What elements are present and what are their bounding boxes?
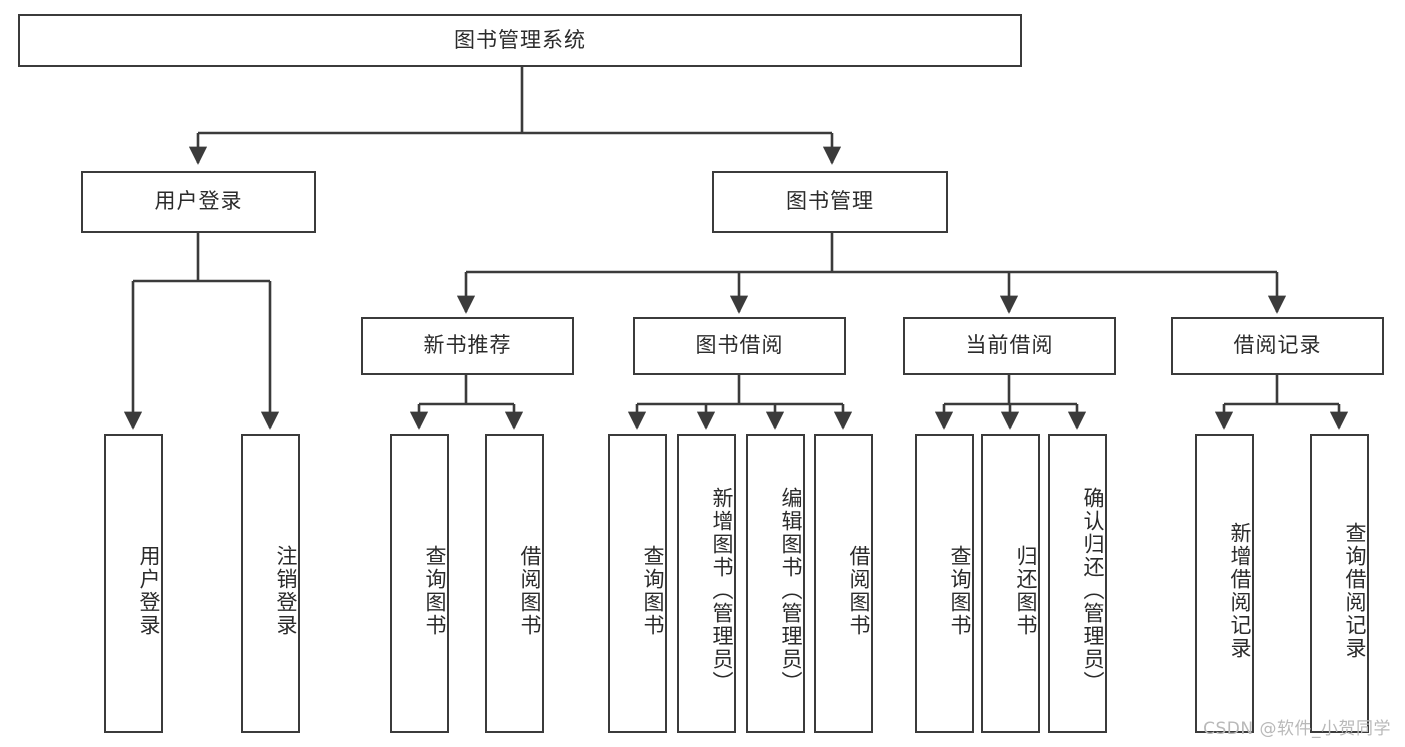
node-book-borrow[interactable]: 图书借阅: [633, 317, 846, 375]
node-user-login[interactable]: 用户登录: [81, 171, 316, 233]
node-book-manage[interactable]: 图书管理: [712, 171, 948, 233]
leaf-current-borrow-3-label: 确认归还（管理员）: [1081, 487, 1105, 694]
node-new-book-recommend-label: 新书推荐: [423, 333, 512, 358]
leaf-book-borrow-2-label: 新增图书（管理员）: [710, 487, 734, 694]
leaf-current-borrow-2[interactable]: 归还图书: [981, 434, 1040, 733]
leaf-new-book-recommend-2-label: 借阅图书: [518, 544, 542, 637]
leaf-borrow-record-1[interactable]: 新增借阅记录: [1195, 434, 1254, 733]
node-root-label: 图书管理系统: [454, 27, 586, 52]
leaf-current-borrow-1[interactable]: 查询图书: [915, 434, 974, 733]
leaf-current-borrow-1-label: 查询图书: [948, 544, 972, 637]
leaf-current-borrow-3[interactable]: 确认归还（管理员）: [1048, 434, 1107, 733]
node-current-borrow[interactable]: 当前借阅: [903, 317, 1116, 375]
leaf-new-book-recommend-1-label: 查询图书: [423, 544, 447, 637]
leaf-borrow-record-2-label: 查询借阅记录: [1343, 521, 1367, 660]
node-root[interactable]: 图书管理系统: [18, 14, 1022, 67]
leaf-user-login-1-label: 用户登录: [137, 544, 161, 637]
leaf-user-login-2-label: 注销登录: [274, 544, 298, 637]
leaf-book-borrow-1[interactable]: 查询图书: [608, 434, 667, 733]
node-book-borrow-label: 图书借阅: [695, 333, 784, 358]
leaf-borrow-record-2[interactable]: 查询借阅记录: [1310, 434, 1369, 733]
leaf-borrow-record-1-label: 新增借阅记录: [1228, 521, 1252, 660]
leaf-book-borrow-2[interactable]: 新增图书（管理员）: [677, 434, 736, 733]
leaf-book-borrow-3-label: 编辑图书（管理员）: [779, 487, 803, 694]
leaf-current-borrow-2-label: 归还图书: [1014, 544, 1038, 637]
leaf-book-borrow-3[interactable]: 编辑图书（管理员）: [746, 434, 805, 733]
leaf-user-login-2[interactable]: 注销登录: [241, 434, 300, 733]
leaf-new-book-recommend-2[interactable]: 借阅图书: [485, 434, 544, 733]
node-user-login-label: 用户登录: [154, 189, 243, 214]
node-borrow-record-label: 借阅记录: [1233, 333, 1322, 358]
node-current-borrow-label: 当前借阅: [965, 333, 1054, 358]
leaf-new-book-recommend-1[interactable]: 查询图书: [390, 434, 449, 733]
node-book-manage-label: 图书管理: [786, 189, 874, 214]
leaf-book-borrow-4[interactable]: 借阅图书: [814, 434, 873, 733]
leaf-book-borrow-4-label: 借阅图书: [847, 544, 871, 637]
node-new-book-recommend[interactable]: 新书推荐: [361, 317, 574, 375]
leaf-user-login-1[interactable]: 用户登录: [104, 434, 163, 733]
leaf-book-borrow-1-label: 查询图书: [641, 544, 665, 637]
csdn-watermark: CSDN @软件_小贺同学: [1203, 719, 1391, 739]
node-borrow-record[interactable]: 借阅记录: [1171, 317, 1384, 375]
